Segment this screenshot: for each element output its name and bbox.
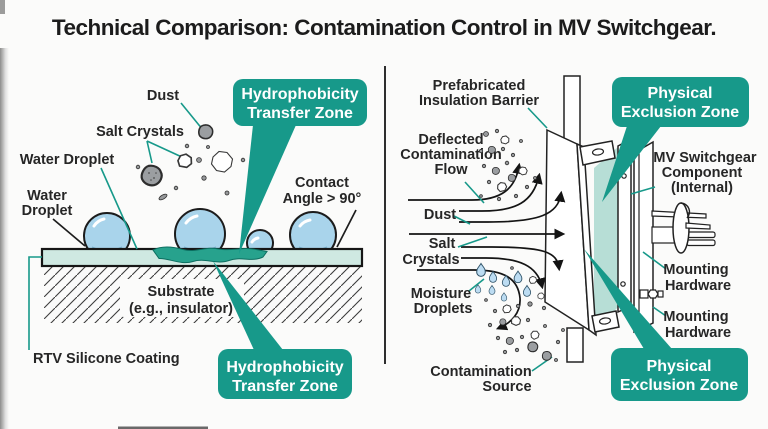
physical-exclusion-badge-bottom: Physical Exclusion Zone bbox=[611, 348, 748, 401]
badge-label: Exclusion Zone bbox=[620, 377, 738, 394]
leader-line bbox=[630, 186, 656, 195]
hydrophobicity-badge-top-pointer bbox=[239, 125, 296, 254]
label-mounting-hardware-2: Mounting bbox=[663, 309, 728, 325]
label-mounting-hardware-1: Hardware bbox=[665, 278, 731, 294]
leader-line bbox=[457, 236, 488, 248]
label-mounting-hardware-2: Hardware bbox=[665, 325, 731, 341]
physical-exclusion-badge-top: Physical Exclusion Zone bbox=[612, 77, 749, 127]
badge-label: Transfer Zone bbox=[247, 105, 353, 122]
label-water-droplet-2: Droplet bbox=[22, 203, 73, 219]
label-salt-crystals: Salt Crystals bbox=[96, 124, 184, 140]
hydrophobicity-badge-bottom: Hydrophobicity Transfer Zone bbox=[218, 349, 352, 399]
exclusion-badge-top-pointer bbox=[602, 126, 661, 202]
badge-label: Exclusion Zone bbox=[621, 104, 739, 121]
label-salt-crystals-right: Crystals bbox=[402, 252, 459, 268]
mounting-bolt bbox=[639, 289, 664, 299]
scan-edge-mark-bottom bbox=[118, 426, 208, 429]
label-dust: Dust bbox=[147, 88, 179, 104]
leader-line bbox=[464, 181, 485, 204]
label-contact-angle: Contact bbox=[295, 175, 349, 191]
badge-label: Hydrophobicity bbox=[226, 359, 343, 376]
label-contact-angle: Angle > 90° bbox=[283, 191, 362, 207]
leader-line bbox=[100, 167, 138, 250]
badge-label: Physical bbox=[647, 358, 712, 375]
label-dust-right: Dust bbox=[424, 207, 456, 223]
leader-line bbox=[527, 107, 548, 129]
scan-edge-mark bbox=[0, 0, 5, 14]
substrate-hatch bbox=[44, 266, 362, 323]
label-salt-crystals-right: Salt bbox=[429, 236, 456, 252]
moisture-droplets bbox=[474, 263, 546, 302]
label-mv-component: (Internal) bbox=[671, 180, 733, 196]
label-prefab-barrier: Prefabricated bbox=[433, 78, 526, 94]
badge-label: Transfer Zone bbox=[232, 378, 338, 395]
right-panel-exclusion: Physical Exclusion Zone Physical Exclusi… bbox=[400, 75, 757, 401]
label-water-droplet: Water Droplet bbox=[20, 152, 115, 168]
leader-line bbox=[453, 215, 471, 225]
label-substrate: (e.g., insulator) bbox=[129, 301, 233, 317]
leader-line bbox=[652, 306, 667, 317]
label-water-droplet-2: Water bbox=[27, 188, 67, 204]
rtv-bracket-line bbox=[28, 256, 42, 350]
label-rtv-coating: RTV Silicone Coating bbox=[33, 351, 180, 367]
leader-line bbox=[146, 140, 185, 159]
label-mv-component: Component bbox=[662, 165, 743, 181]
transfer-zone-wavy-region bbox=[152, 246, 268, 264]
badge-label: Physical bbox=[648, 85, 713, 102]
switchgear-bushing bbox=[651, 202, 716, 254]
scan-edge-shadow bbox=[0, 48, 9, 429]
hydrophobicity-badge-top: Hydrophobicity Transfer Zone bbox=[233, 79, 367, 126]
mounting-post-top bbox=[563, 75, 581, 149]
label-contamination-source: Source bbox=[482, 379, 531, 395]
contamination-particles-lower bbox=[487, 301, 565, 362]
exclusion-badge-bottom-pointer bbox=[584, 249, 672, 349]
label-prefab-barrier: Insulation Barrier bbox=[419, 93, 539, 109]
label-contamination-source: Contamination bbox=[430, 364, 532, 380]
page-title: Technical Comparison: Contamination Cont… bbox=[52, 15, 716, 40]
hydrophobicity-badge-bottom-pointer bbox=[213, 261, 283, 350]
label-deflected-flow: Flow bbox=[434, 162, 468, 178]
label-deflected-flow: Contamination bbox=[400, 147, 502, 163]
label-mv-component: MV Switchgear bbox=[653, 150, 756, 166]
insulation-barrier bbox=[544, 128, 620, 337]
contamination-particles-upper bbox=[478, 128, 537, 202]
leader-line bbox=[468, 278, 485, 292]
label-mounting-hardware-1: Mounting bbox=[663, 262, 728, 278]
badge-label: Hydrophobicity bbox=[241, 86, 358, 103]
leader-line bbox=[642, 251, 667, 270]
leader-line bbox=[146, 140, 153, 164]
contamination-flow-arrows bbox=[408, 162, 566, 331]
mounting-post-bottom bbox=[566, 327, 584, 363]
left-panel-hydrophobicity: Hydrophobicity Transfer Zone Hydrophobic… bbox=[20, 79, 367, 399]
leader-line bbox=[52, 218, 86, 247]
leader-line bbox=[336, 209, 357, 248]
contamination-particles-left bbox=[135, 124, 246, 201]
leader-line bbox=[180, 102, 204, 131]
label-moisture-droplets: Moisture bbox=[411, 286, 471, 302]
label-deflected-flow: Deflected bbox=[418, 132, 483, 148]
label-moisture-droplets: Droplets bbox=[414, 301, 473, 317]
label-substrate: Substrate bbox=[148, 284, 215, 300]
